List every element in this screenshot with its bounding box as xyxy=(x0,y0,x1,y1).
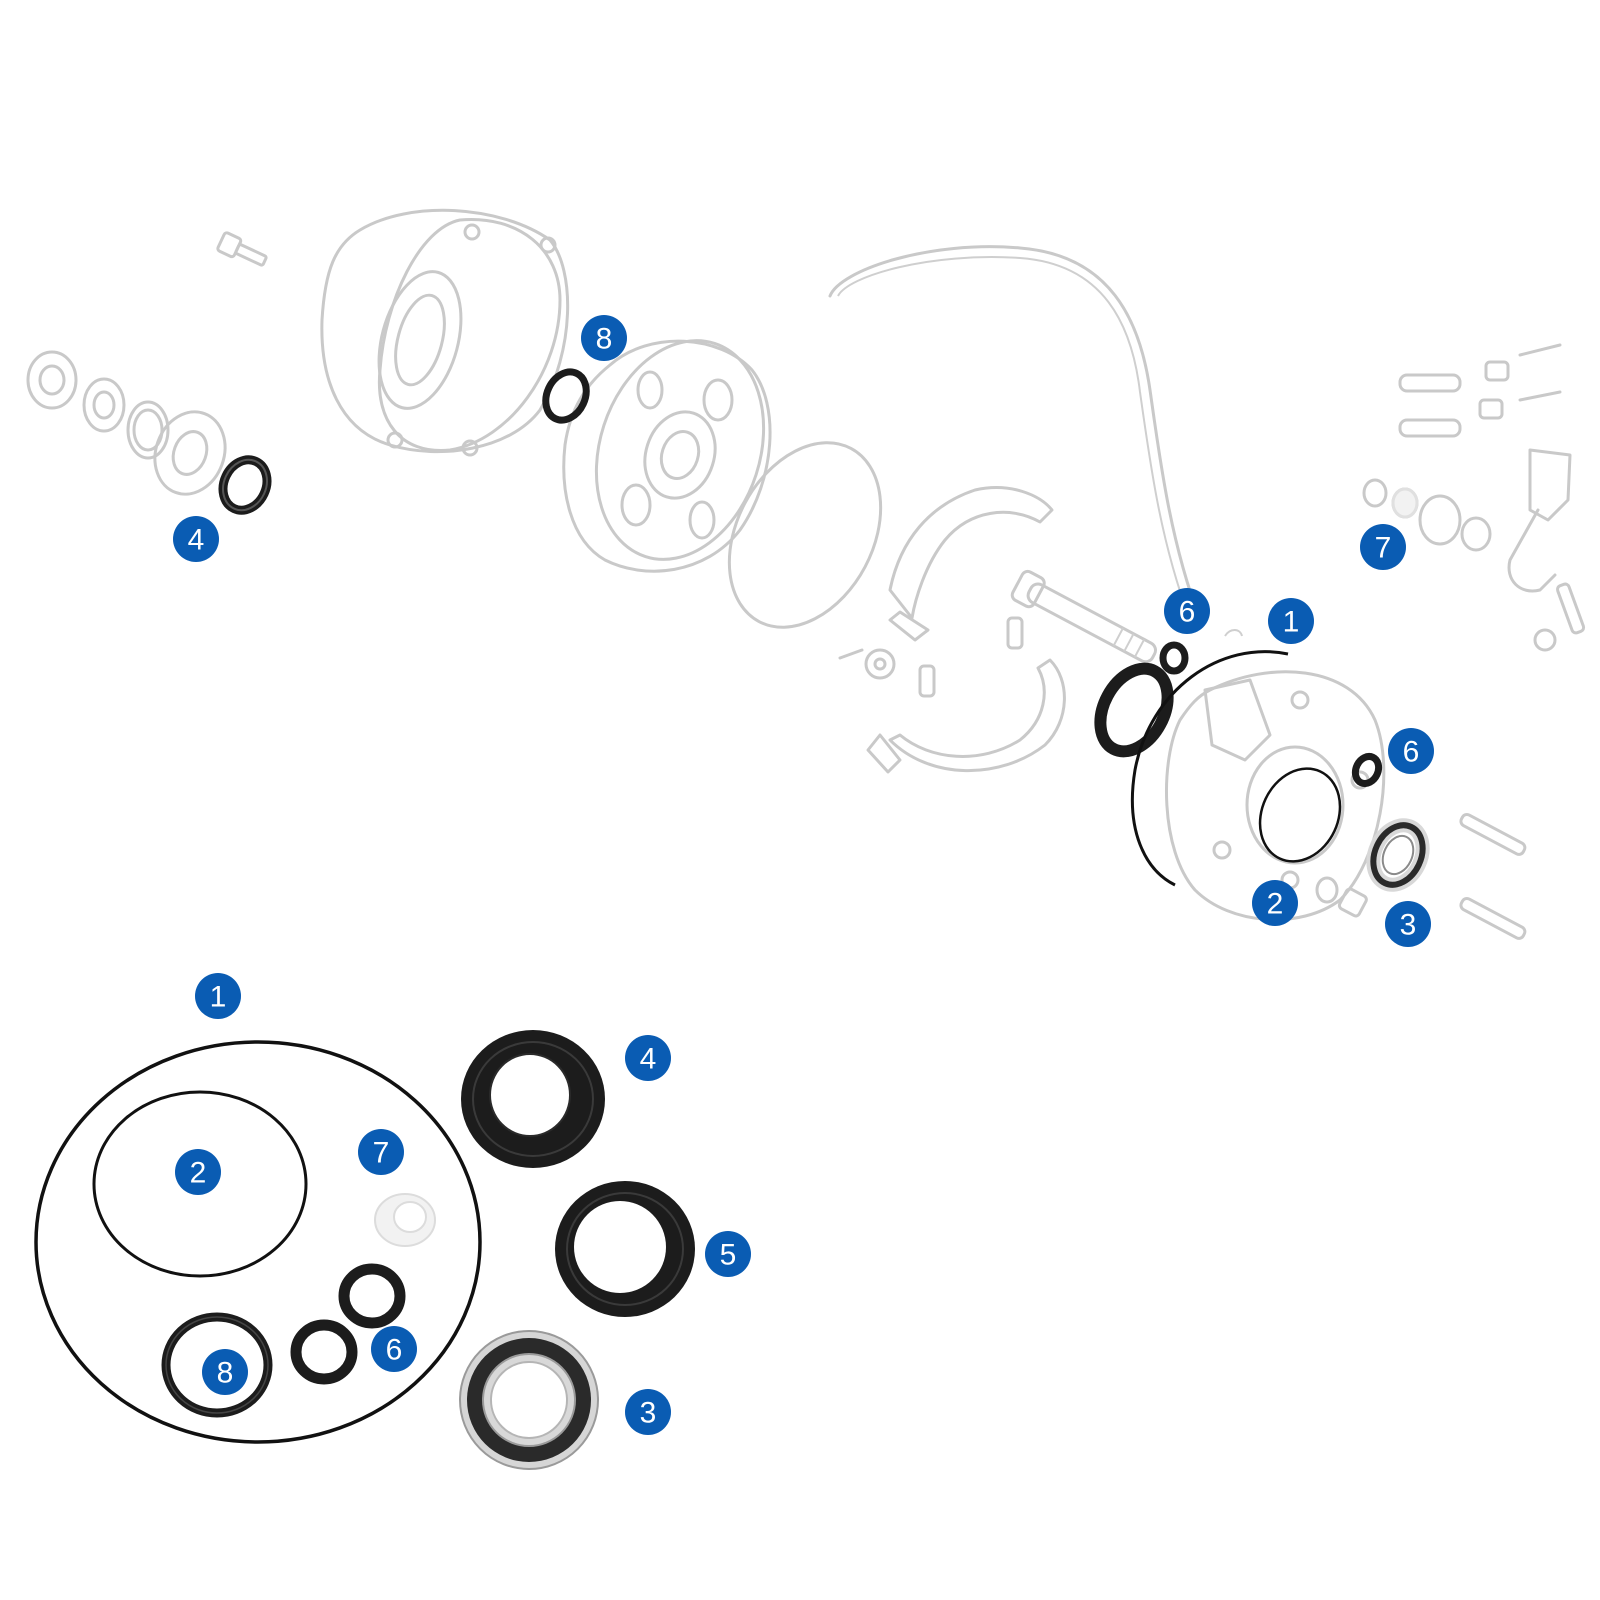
exploded-view: 8 4 7 6 1 6 2 3 xyxy=(26,208,1586,947)
kit-small-seal-upper xyxy=(338,1263,406,1329)
studs-and-bolts xyxy=(1315,812,1527,940)
svg-text:7: 7 xyxy=(1375,532,1392,565)
svg-text:2: 2 xyxy=(190,1157,207,1190)
callout-exploded-7: 7 xyxy=(1360,524,1406,570)
kit-bearing xyxy=(459,1330,599,1470)
callout-exploded-4: 4 xyxy=(173,516,219,562)
svg-text:4: 4 xyxy=(188,524,205,557)
axle-nut-washer-stack xyxy=(26,350,227,496)
callout-kit-7: 7 xyxy=(358,1129,404,1175)
highlighted-washer-7 xyxy=(1391,487,1419,519)
highlighted-seal-6-upper xyxy=(1159,641,1189,675)
brake-shoe-lower xyxy=(866,658,1066,774)
kit-washer-white xyxy=(374,1193,436,1247)
svg-text:2: 2 xyxy=(1267,888,1284,921)
callout-kit-5: 5 xyxy=(705,1231,751,1277)
callout-kit-3: 3 xyxy=(625,1389,671,1435)
highlighted-seal-8 xyxy=(542,368,590,424)
callout-exploded-8: 8 xyxy=(581,315,627,361)
callout-kit-6: 6 xyxy=(371,1326,417,1372)
svg-text:3: 3 xyxy=(1400,909,1417,942)
svg-text:1: 1 xyxy=(1283,606,1300,639)
kit-seal-ring xyxy=(161,1312,273,1418)
bolt-icon xyxy=(216,231,268,267)
svg-text:6: 6 xyxy=(386,1334,403,1367)
callout-exploded-3: 3 xyxy=(1385,901,1431,947)
kit-oil-seal-medium xyxy=(555,1181,695,1317)
callout-kit-1: 1 xyxy=(195,973,241,1019)
callout-kit-8: 8 xyxy=(202,1349,248,1395)
svg-text:3: 3 xyxy=(640,1397,657,1430)
callout-exploded-6-right: 6 xyxy=(1388,728,1434,774)
svg-text:5: 5 xyxy=(720,1239,737,1272)
brake-shoe-upper xyxy=(888,486,1054,642)
return-springs xyxy=(838,616,1024,698)
parts-kit: 1 4 2 7 5 6 8 3 xyxy=(34,973,751,1470)
brake-cable xyxy=(828,245,1202,622)
svg-text:1: 1 xyxy=(210,981,227,1014)
highlighted-oring-2 xyxy=(1258,767,1342,863)
highlighted-seal-6-right xyxy=(1351,752,1383,788)
kit-oring-medium xyxy=(92,1090,308,1278)
cotter-pin xyxy=(1224,629,1243,637)
svg-text:8: 8 xyxy=(217,1357,234,1390)
highlighted-seal-5 xyxy=(1094,662,1174,758)
kit-oil-seal-large xyxy=(461,1030,605,1168)
highlighted-oring-1 xyxy=(1130,650,1289,887)
callout-kit-2: 2 xyxy=(175,1149,221,1195)
svg-text:4: 4 xyxy=(640,1043,657,1076)
callout-kit-4: 4 xyxy=(625,1035,671,1081)
callout-exploded-1: 1 xyxy=(1268,598,1314,644)
svg-text:7: 7 xyxy=(373,1137,390,1170)
callout-exploded-2: 2 xyxy=(1252,880,1298,926)
highlighted-bearing-3 xyxy=(1366,818,1430,892)
svg-text:8: 8 xyxy=(596,323,613,356)
kit-oring-large xyxy=(34,1040,482,1444)
brake-drum-housing xyxy=(320,208,570,457)
wheel-hub xyxy=(562,339,772,573)
svg-text:6: 6 xyxy=(1179,596,1196,629)
highlighted-seal-4 xyxy=(218,455,272,515)
drum-oring-ghost xyxy=(727,441,883,629)
kit-small-seal-lower xyxy=(290,1319,358,1385)
callout-exploded-6-upper: 6 xyxy=(1164,588,1210,634)
brake-cam-shaft xyxy=(1010,569,1157,664)
svg-text:6: 6 xyxy=(1403,736,1420,769)
